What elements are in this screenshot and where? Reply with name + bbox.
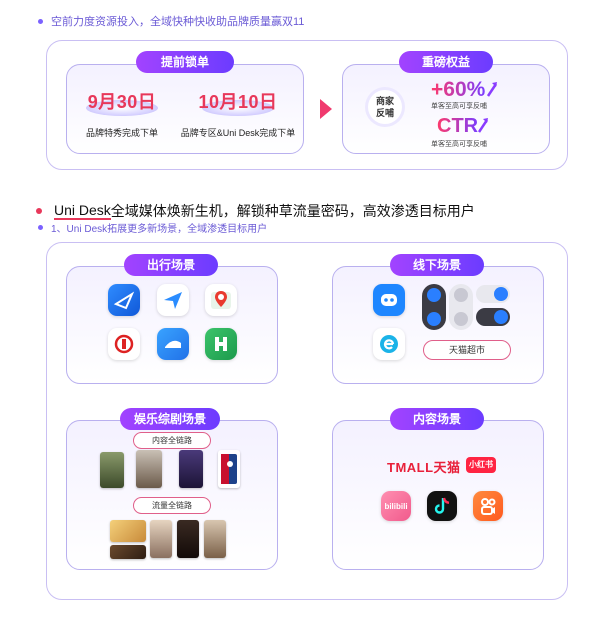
robot-app-icon: [373, 284, 405, 316]
show-poster-thumb: [100, 452, 124, 488]
intro-bullet: 空前力度资源投入，全域快种快收助品牌质量赢双11: [38, 13, 304, 29]
ad-thumb: [177, 520, 199, 558]
redbook-logo: 小红书: [466, 457, 496, 473]
device-button: [454, 312, 468, 326]
train-app-icon: [157, 328, 189, 360]
device-panel-light: [449, 284, 473, 330]
date-2: 10月10日: [198, 92, 278, 112]
stat-percent-caption: 单客至高可享反哺: [431, 103, 487, 110]
nba-logo-icon: [218, 450, 240, 488]
douyin-app-icon: [427, 491, 457, 521]
ad-thumb: [150, 520, 172, 558]
device-panel-dark: [422, 284, 446, 330]
content-title-pill: 内容场景: [390, 408, 484, 430]
bullet-dot: [38, 18, 43, 24]
flight-app-icon: [157, 284, 189, 316]
device-knob: [494, 310, 508, 324]
ad-thumb: [110, 520, 146, 542]
merchant-feedback-badge: 商家 反哺: [368, 90, 402, 124]
stat-percent: +60%: [431, 78, 486, 101]
tmall-logo: TMALL天猫: [387, 460, 461, 475]
bilibili-app-icon: bilibili: [381, 491, 411, 521]
headline-text: 全域媒体焕新生机，解锁种草流量密码，高效渗透目标用户: [110, 203, 475, 219]
device-toggle: [476, 308, 510, 326]
date-pedestal: [86, 100, 158, 116]
travel-title-pill: 出行场景: [124, 254, 218, 276]
device-button: [454, 288, 468, 302]
sub-bullet: 1、Uni Desk拓展更多新场景，全域渗透目标用户: [38, 220, 267, 235]
ad-thumb: [110, 545, 146, 559]
date-pedestal: [202, 100, 274, 116]
kuaishou-app-icon: [473, 491, 503, 521]
arrow-right-icon: [320, 99, 332, 119]
section2-headline: Uni Desk 全域媒体焕新生机，解锁种草流量密码，高效渗透目标用户: [36, 201, 475, 221]
rights-title-pill: 重磅权益: [399, 51, 493, 73]
show-poster-thumb: [136, 450, 162, 488]
ctrip-app-icon: [108, 284, 140, 316]
intro-text: 空前力度资源投入，全域快种快收助品牌质量赢双11: [51, 16, 305, 28]
sub-bullet-text: 1、Uni Desk拓展更多新场景，全域渗透目标用户: [51, 224, 268, 235]
date-2-caption: 品牌专区&Uni Desk完成下单: [180, 128, 296, 138]
up-arrow-icon: [486, 82, 498, 97]
map-app-icon: [205, 284, 237, 316]
device-button: [427, 288, 441, 302]
bus-app-icon: [205, 328, 237, 360]
stat-ctr: CTR: [437, 115, 479, 137]
stat-ctr-caption: 单客至高可享反哺: [431, 141, 487, 148]
e-app-icon: [373, 328, 405, 360]
entertainment-title-pill: 娱乐综剧场景: [120, 408, 220, 430]
ad-thumb: [204, 520, 226, 558]
date-1: 9月30日: [87, 92, 157, 112]
content-chain-tag: 内容全链路: [133, 432, 211, 449]
headline-dot: [36, 208, 42, 214]
offline-title-pill: 线下场景: [390, 254, 484, 276]
headline-brand: Uni Desk: [54, 202, 111, 220]
show-poster-thumb: [179, 450, 203, 488]
device-button: [427, 312, 441, 326]
lock-title-pill: 提前锁单: [136, 51, 234, 73]
up-arrow-icon: [477, 118, 489, 133]
bullet-dot: [38, 225, 43, 230]
date-1-caption: 品牌特秀完成下单: [85, 128, 158, 138]
traffic-chain-tag: 流量全链路: [133, 497, 211, 514]
railway-app-icon: [108, 328, 140, 360]
device-toggle: [476, 285, 510, 303]
device-knob: [494, 287, 508, 301]
tmall-supermarket-tag: 天猫超市: [423, 340, 511, 360]
